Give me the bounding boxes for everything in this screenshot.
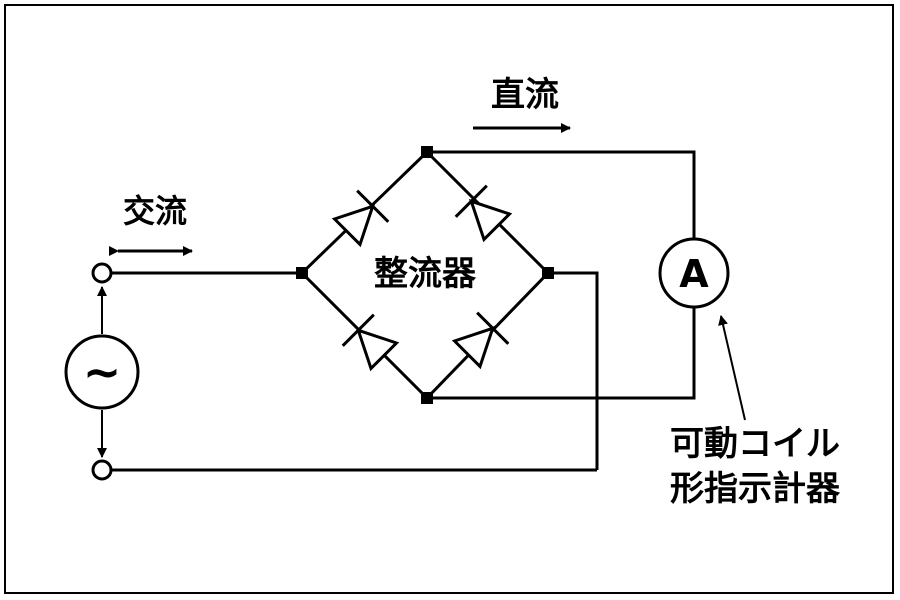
diode-lower-left bbox=[341, 313, 400, 372]
meter-label-line2: 形指示計器 bbox=[670, 469, 841, 509]
ac-source bbox=[64, 334, 140, 410]
diagram-frame bbox=[4, 4, 894, 594]
dc-label: 直流 bbox=[491, 75, 559, 115]
node-bottom bbox=[421, 392, 433, 404]
node-left bbox=[296, 267, 308, 279]
terminal-bottom bbox=[91, 459, 113, 481]
ac-label: 交流 bbox=[123, 192, 187, 230]
ammeter bbox=[658, 237, 730, 309]
node-right bbox=[542, 267, 554, 279]
rectifier-label: 整流器 bbox=[374, 254, 477, 294]
node-top bbox=[421, 146, 433, 158]
diode-upper-right bbox=[454, 184, 513, 243]
ac-source-symbol: ~ bbox=[83, 345, 122, 399]
ammeter-symbol: A bbox=[679, 252, 709, 296]
wire-dc-positive bbox=[427, 150, 696, 240]
diode-upper-left bbox=[331, 189, 390, 248]
meter-pointer-arrow bbox=[718, 315, 746, 421]
wire-dc-negative bbox=[427, 306, 696, 400]
meter-label-line1: 可動コイル bbox=[670, 424, 840, 464]
wire-right-node-return bbox=[548, 271, 599, 470]
junction-nodes bbox=[296, 146, 554, 404]
terminal-top bbox=[91, 262, 113, 284]
wires bbox=[110, 150, 696, 472]
diode-lower-right bbox=[451, 311, 510, 370]
